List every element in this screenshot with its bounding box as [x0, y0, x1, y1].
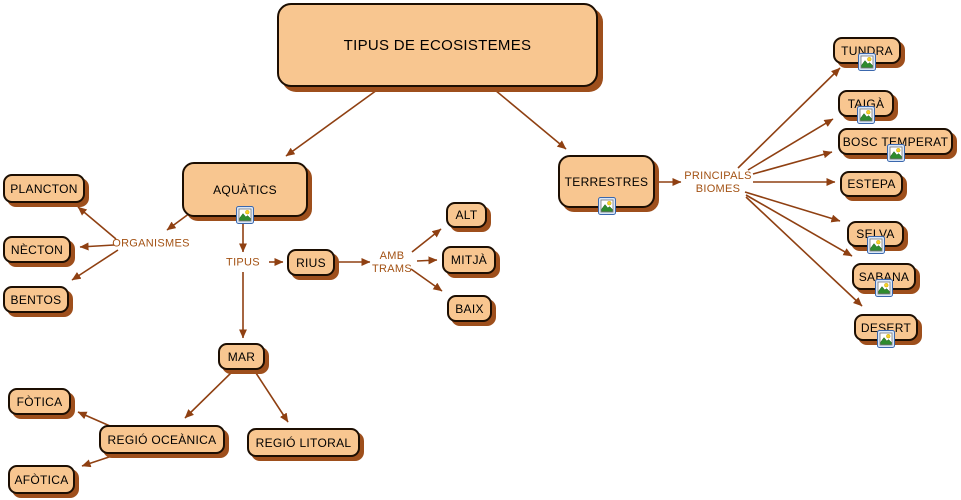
node-regio-oceanica[interactable]: REGIÓ OCEÀNICA [99, 425, 225, 454]
node-tundra[interactable]: TUNDRA [833, 37, 901, 71]
node-bentos-label: BENTOS [10, 292, 62, 307]
image-icon[interactable] [877, 330, 895, 348]
edge-oceanica-afotica [81, 455, 113, 468]
node-aquatics[interactable]: AQUÀTICS [182, 162, 308, 224]
edge-organismes-bentos [71, 249, 119, 281]
node-alt-label: ALT [455, 208, 478, 222]
linking-phrase-principals-biomes[interactable]: PRINCIPALS BIOMES [684, 170, 752, 196]
linking-phrase-principals-biomes-line1: PRINCIPALS [684, 169, 752, 182]
node-aquatics-label: AQUÀTICS [213, 182, 277, 197]
node-bosc-temperat-label: BOSC TEMPERAT [842, 134, 949, 149]
node-fotica[interactable]: FÒTICA [8, 388, 71, 415]
node-selva-label: SELVA [856, 227, 895, 241]
image-icon[interactable] [886, 144, 905, 162]
edge-ambtrams-alt [411, 228, 442, 253]
edge-aquatics-organismes [166, 212, 191, 231]
node-title-label: TIPUS DE ECOSISTEMES [343, 36, 532, 54]
edge-ambtrams-mitja [416, 256, 438, 265]
node-tundra-label: TUNDRA [841, 43, 893, 58]
node-desert[interactable]: DESERT [854, 314, 918, 348]
linking-phrase-organismes[interactable]: ORGANISMES [112, 237, 190, 250]
edge-biomes-bosc [752, 150, 833, 175]
edge-biomes-selva [744, 191, 841, 223]
node-rius[interactable]: RIUS [287, 249, 335, 276]
node-mitja[interactable]: MITJÀ [442, 246, 496, 274]
node-regio-litoral-label: REGIÓ LITORAL [255, 435, 352, 450]
edge-mar-litoral [253, 369, 289, 423]
node-baix-label: BAIX [455, 301, 484, 316]
node-title[interactable]: TIPUS DE ECOSISTEMES [277, 3, 598, 87]
image-icon[interactable] [236, 206, 254, 224]
linking-phrase-amb-trams[interactable]: AMB TRAMS [372, 250, 412, 276]
node-selva[interactable]: SELVA [847, 221, 904, 254]
image-icon[interactable] [857, 106, 875, 124]
edge-oceanica-fotica [77, 411, 111, 427]
node-regio-oceanica-label: REGIÓ OCEÀNICA [107, 432, 217, 447]
edge-title-aquatics [285, 89, 378, 157]
node-afotica-label: AFÒTICA [14, 472, 69, 487]
node-necton[interactable]: NÈCTON [3, 236, 71, 263]
node-bentos[interactable]: BENTOS [3, 286, 69, 313]
edge-biomes-desert [745, 196, 863, 307]
node-taiga[interactable]: TAIGÀ [838, 90, 894, 124]
edge-title-terrestres [494, 89, 567, 150]
node-taiga-label: TAIGÀ [847, 96, 885, 111]
node-mar-label: MAR [227, 349, 256, 364]
node-sabana-label: SABANA [858, 269, 910, 284]
node-afotica[interactable]: AFÒTICA [8, 465, 75, 494]
node-fotica-label: FÒTICA [16, 394, 63, 409]
node-estepa-label: ESTEPA [847, 177, 896, 191]
edge-mar-oceanica [184, 369, 235, 419]
image-icon[interactable] [597, 197, 616, 215]
edge-biomes-sabana [745, 194, 853, 257]
edge-organismes-necton [79, 242, 115, 251]
node-mar[interactable]: MAR [218, 343, 265, 370]
node-sabana[interactable]: SABANA [852, 263, 916, 297]
image-icon[interactable] [866, 236, 885, 254]
node-rius-label: RIUS [296, 255, 326, 270]
node-plancton-label: PLANCTON [10, 181, 78, 196]
node-terrestres[interactable]: TERRESTRES [558, 155, 655, 215]
image-icon[interactable] [858, 53, 876, 71]
edge-ambtrams-baix [410, 268, 443, 292]
node-alt[interactable]: ALT [446, 202, 487, 228]
linking-phrase-amb-trams-line2: TRAMS [372, 263, 412, 275]
node-regio-litoral[interactable]: REGIÓ LITORAL [247, 428, 360, 457]
node-bosc-temperat[interactable]: BOSC TEMPERAT [838, 128, 953, 162]
image-icon[interactable] [875, 279, 893, 297]
node-baix[interactable]: BAIX [447, 295, 492, 322]
edge-biomes-taiga [747, 118, 834, 171]
edge-organismes-plancton [77, 206, 117, 240]
node-desert-label: DESERT [860, 320, 912, 335]
edge-biomes-tundra [737, 67, 841, 169]
node-terrestres-label: TERRESTRES [564, 174, 649, 189]
node-mitja-label: MITJÀ [450, 253, 488, 267]
linking-phrase-tipus[interactable]: TIPUS [226, 256, 260, 269]
node-plancton[interactable]: PLANCTON [3, 174, 85, 203]
linking-phrase-amb-trams-line1: AMB [379, 249, 405, 262]
linking-phrase-principals-biomes-line2: BIOMES [695, 183, 741, 195]
node-necton-label: NÈCTON [10, 242, 64, 257]
node-estepa[interactable]: ESTEPA [840, 171, 903, 197]
